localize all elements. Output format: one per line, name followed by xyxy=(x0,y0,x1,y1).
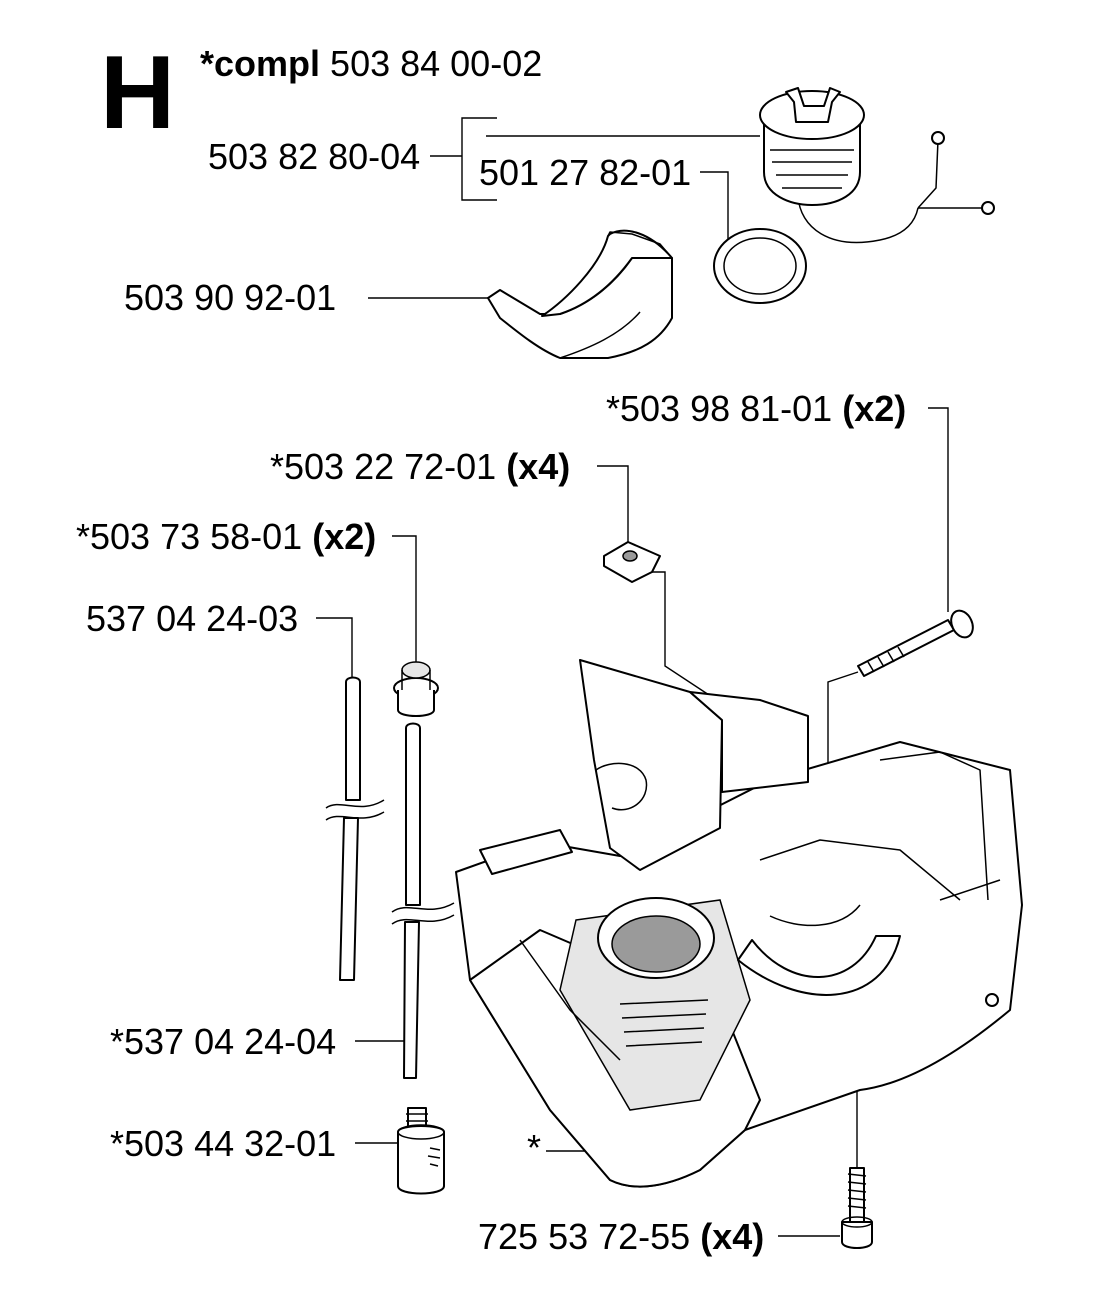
kit-prefix: *compl xyxy=(200,43,320,84)
section-letter: H xyxy=(100,35,175,151)
screw-number: 725 53 72-55 xyxy=(478,1216,690,1257)
label-clip: *503 22 72-01 (x4) xyxy=(270,446,570,487)
grommet-number: *503 73 58-01 xyxy=(76,516,302,557)
label-cradle: 503 90 92-01 xyxy=(124,277,336,318)
label-tank: * xyxy=(527,1127,541,1168)
bolt-drawing xyxy=(857,609,974,677)
label-grommet: *503 73 58-01 (x2) xyxy=(76,516,376,557)
grommet-qty: (x2) xyxy=(312,516,376,557)
tank-drawing xyxy=(455,659,1023,1188)
oring-drawing xyxy=(713,228,807,304)
kit-number-label: *compl 503 84 00-02 xyxy=(200,43,542,84)
label-hose-b: *537 04 24-04 xyxy=(110,1021,336,1062)
hose-a-drawing xyxy=(325,676,385,981)
clip-qty: (x4) xyxy=(506,446,570,487)
screw-drawing xyxy=(841,1167,873,1249)
label-cap-assembly: 503 82 80-04 xyxy=(208,136,420,177)
label-filter: *503 44 32-01 xyxy=(110,1123,336,1164)
fuel-cap-drawing xyxy=(759,87,995,244)
label-hose-a: 537 04 24-03 xyxy=(86,598,298,639)
bolt-number: *503 98 81-01 xyxy=(606,388,832,429)
clip-drawing xyxy=(603,541,661,583)
hose-b-drawing xyxy=(391,722,455,1079)
filter-drawing xyxy=(397,1107,445,1195)
clip-number: *503 22 72-01 xyxy=(270,446,496,487)
kit-number: 503 84 00-02 xyxy=(330,43,542,84)
label-oring: 501 27 82-01 xyxy=(479,152,691,193)
cradle-drawing xyxy=(487,229,673,359)
screw-qty: (x4) xyxy=(700,1216,764,1257)
label-screw: 725 53 72-55 (x4) xyxy=(478,1216,764,1257)
grommet-drawing xyxy=(393,661,439,717)
label-bolt: *503 98 81-01 (x2) xyxy=(606,388,906,429)
bolt-qty: (x2) xyxy=(842,388,906,429)
